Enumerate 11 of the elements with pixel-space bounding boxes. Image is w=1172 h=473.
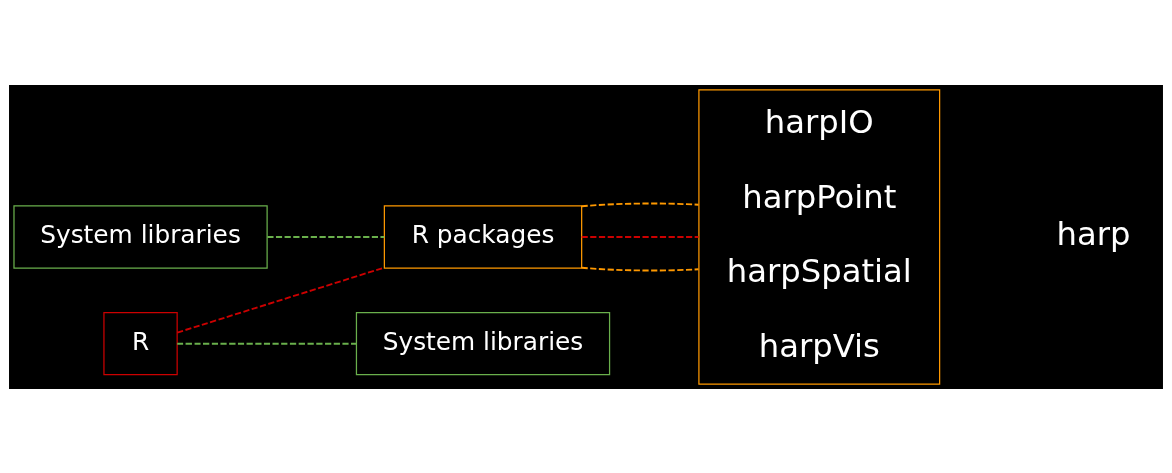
node-box: System libraries [13,204,268,269]
connector [580,266,700,271]
node-box: R packages [383,204,583,269]
connector [580,202,700,207]
node-box: System libraries [355,311,611,375]
connector [176,342,358,345]
connector [266,235,386,238]
connector [580,235,700,238]
node-box: harpIO harpPoint harpSpatial harpVis [698,88,941,385]
node-box: R [103,311,178,375]
label: harp [1056,214,1131,253]
